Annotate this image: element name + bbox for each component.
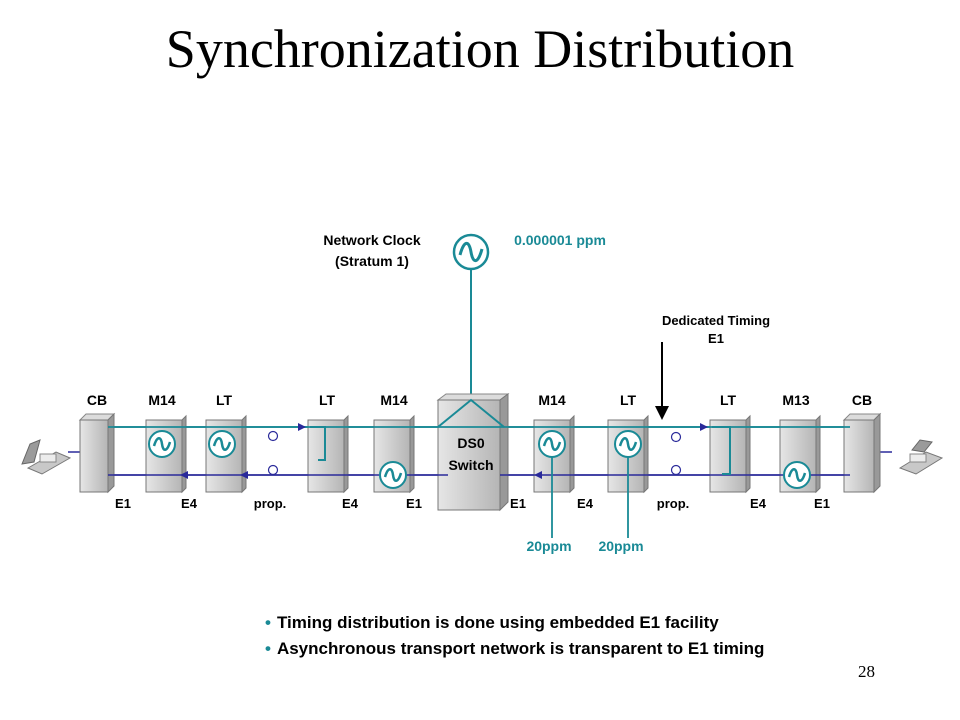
page-number: 28: [858, 662, 875, 681]
bottom-label: E4: [750, 496, 767, 511]
bottom-label: E1: [814, 496, 830, 511]
clock-icon-lt-3: [613, 429, 643, 459]
top-label: CB: [852, 392, 872, 408]
network-clock-stratum: (Stratum 1): [335, 253, 409, 269]
network-clock-accuracy: 0.000001 ppm: [514, 232, 606, 248]
top-label: M13: [782, 392, 809, 408]
clock-icon-m14-1: [147, 429, 177, 459]
bottom-label: E1: [115, 496, 131, 511]
equipment-ds0-switch: [436, 393, 510, 512]
top-label: LT: [216, 392, 233, 408]
arrow-down-icon: [655, 406, 669, 420]
equipment-cb-left: [78, 412, 116, 494]
clock-icon-m14-3: [537, 429, 567, 459]
top-label: LT: [720, 392, 737, 408]
top-label: M14: [538, 392, 565, 408]
bottom-label: prop.: [254, 496, 287, 511]
top-label: CB: [87, 392, 107, 408]
bottom-label: E4: [342, 496, 359, 511]
bottom-label: E4: [577, 496, 594, 511]
clock-icon-lt-1: [207, 429, 237, 459]
equipment-cb-right: [842, 412, 882, 494]
bullet-list: Timing distribution is done using embedd…: [265, 610, 764, 662]
bottom-label: E1: [406, 496, 422, 511]
bottom-label: prop.: [657, 496, 690, 511]
clock-icon-m13: [782, 460, 812, 490]
ppm-label: 20ppm: [598, 538, 643, 554]
bullet-item: Timing distribution is done using embedd…: [265, 610, 764, 636]
bottom-label: E1: [510, 496, 526, 511]
switch-label-ds0: DS0: [457, 435, 484, 451]
equipment-lt-4: [709, 414, 751, 494]
slide-title: Synchronization Distribution: [165, 19, 795, 79]
bullet-item: Asynchronous transport network is transp…: [265, 636, 764, 662]
switch-label-switch: Switch: [448, 457, 493, 473]
top-label: M14: [380, 392, 407, 408]
network-clock-icon: [452, 233, 490, 271]
top-label: LT: [319, 392, 336, 408]
telephone-right-icon: [898, 439, 944, 475]
network-clock-label: Network Clock: [323, 232, 420, 248]
top-label: M14: [148, 392, 175, 408]
top-label: LT: [620, 392, 637, 408]
ppm-label: 20ppm: [526, 538, 571, 554]
dedicated-timing-label: Dedicated Timing: [662, 313, 770, 328]
dedicated-timing-e1: E1: [708, 331, 724, 346]
clock-icon-m14-2: [378, 460, 408, 490]
telephone-left-icon: [21, 439, 72, 475]
bottom-label: E4: [181, 496, 198, 511]
